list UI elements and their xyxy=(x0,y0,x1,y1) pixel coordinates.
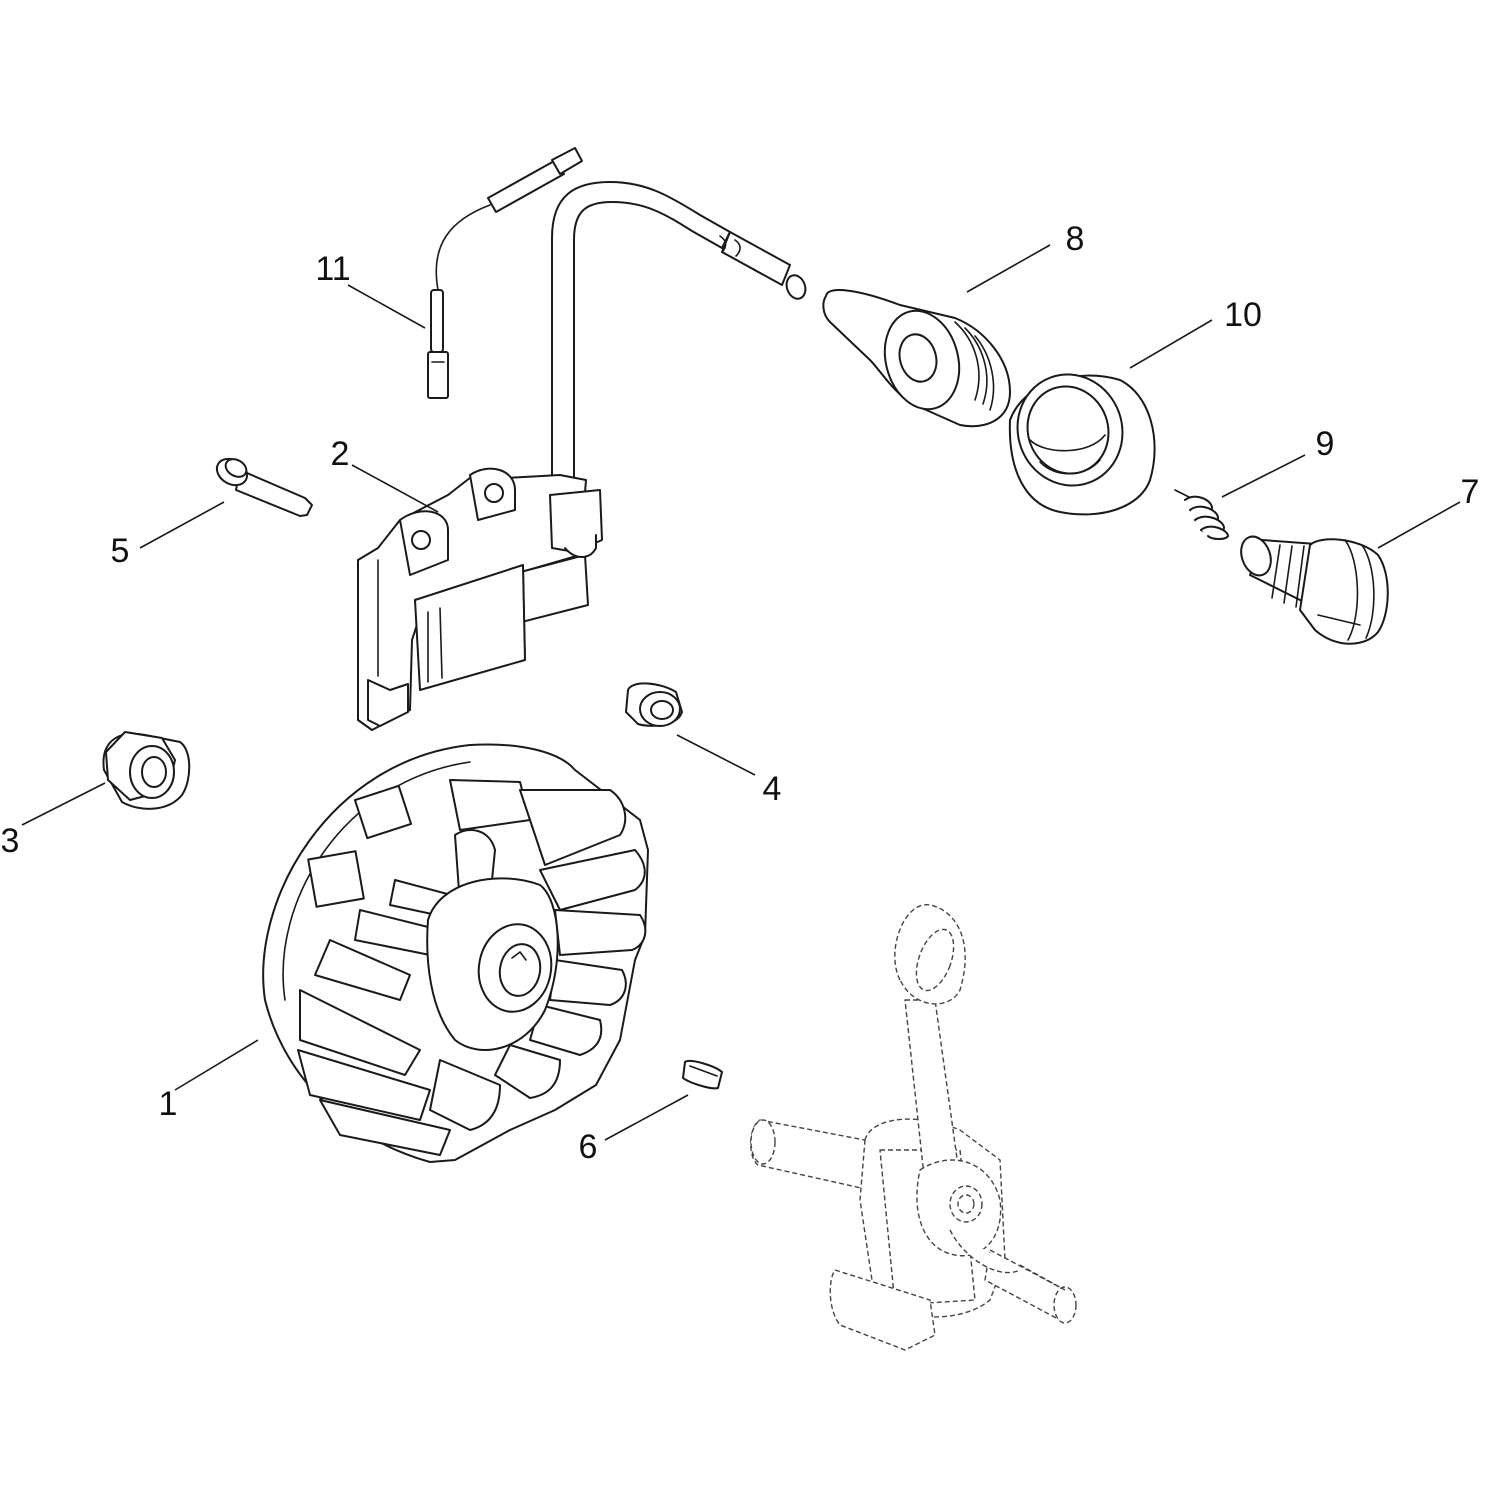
leader-10 xyxy=(1129,319,1213,369)
part-7-spark-plug[interactable] xyxy=(1236,532,1389,645)
leader-4 xyxy=(676,734,756,776)
callout-6: 6 xyxy=(579,1128,598,1166)
leader-3 xyxy=(21,782,106,826)
callout-3: 3 xyxy=(1,822,20,860)
part-4-bushing[interactable] xyxy=(625,682,683,727)
callout-labels: 1 2 3 4 5 6 7 8 9 10 11 xyxy=(1,220,1480,1166)
leader-1 xyxy=(174,1039,259,1091)
part-6-key[interactable] xyxy=(682,1060,723,1090)
part-3-flange-nut[interactable] xyxy=(102,731,191,810)
callout-7: 7 xyxy=(1461,473,1480,511)
leader-2 xyxy=(351,464,439,513)
part-2-ignition-coil[interactable] xyxy=(357,467,603,731)
callout-2: 2 xyxy=(331,435,350,473)
part-9-spring[interactable] xyxy=(1174,489,1229,540)
leader-lines xyxy=(21,244,1461,1141)
callout-10: 10 xyxy=(1224,296,1262,334)
crankshaft-reference xyxy=(750,904,1077,1351)
leader-8 xyxy=(966,244,1051,293)
callout-4: 4 xyxy=(763,770,782,808)
part-1-flywheel[interactable] xyxy=(262,743,649,1163)
part-11-ground-wire[interactable] xyxy=(427,147,583,399)
leader-9 xyxy=(1221,454,1306,498)
callout-9: 9 xyxy=(1316,425,1335,463)
part-5-bolt[interactable] xyxy=(212,454,313,517)
callout-5: 5 xyxy=(111,532,130,570)
leader-7 xyxy=(1377,501,1461,549)
ignition-lead-wire xyxy=(551,181,807,501)
leader-5 xyxy=(139,501,225,549)
callout-11: 11 xyxy=(315,250,350,288)
callout-8: 8 xyxy=(1066,220,1085,258)
part-8-plug-boot[interactable] xyxy=(822,289,1011,428)
leader-6 xyxy=(604,1094,689,1141)
callout-1: 1 xyxy=(159,1085,178,1123)
part-10-grommet[interactable] xyxy=(1002,360,1156,516)
leader-11 xyxy=(347,284,426,329)
